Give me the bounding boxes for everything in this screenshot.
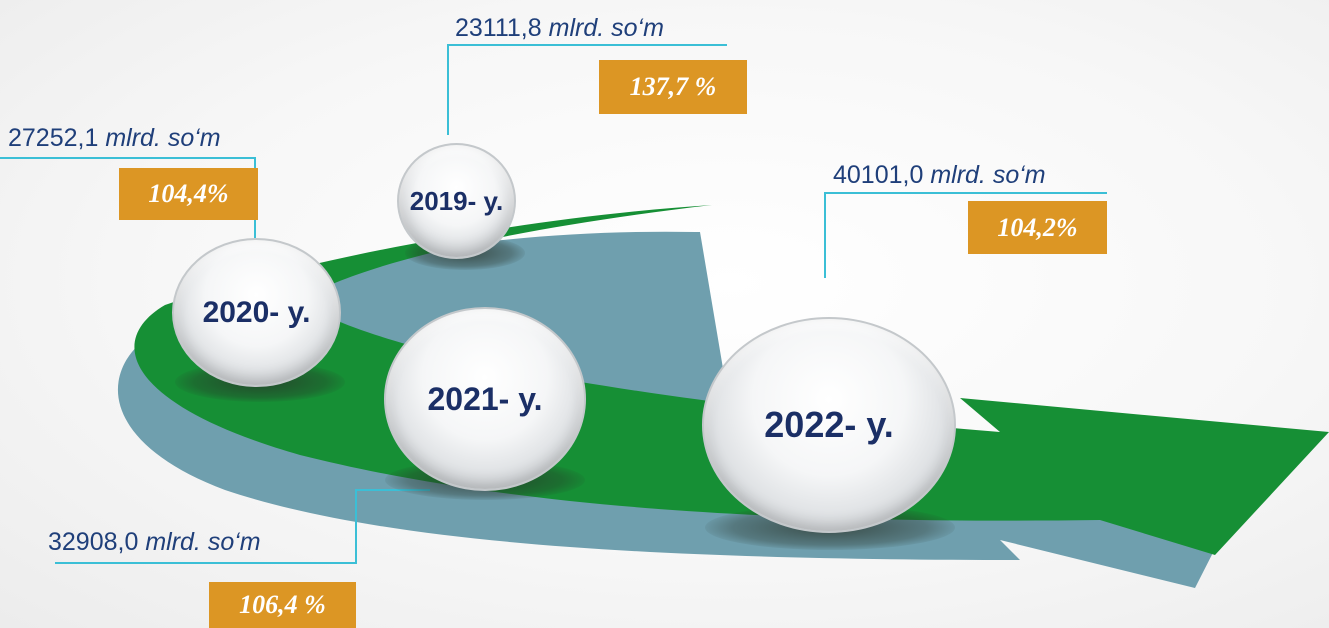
- year-ball-2019: 2019- y.: [397, 143, 516, 259]
- percent-badge-2022: 104,2%: [968, 201, 1107, 254]
- value-unit-2020: mlrd. so‘m: [105, 124, 221, 152]
- year-label-2020: 2020- y.: [202, 295, 311, 329]
- value-number-2022: 40101,0: [833, 161, 924, 189]
- percent-badge-2021: 106,4 %: [209, 582, 356, 628]
- value-number-2020: 27252,1: [8, 124, 99, 152]
- value-number-2019: 23111,8: [455, 14, 542, 42]
- leader-2021: [55, 489, 430, 564]
- value-unit-2021: mlrd. so‘m: [145, 528, 261, 556]
- percent-badge-2020: 104,4%: [119, 168, 258, 220]
- year-ball-2020: 2020- y.: [172, 238, 341, 387]
- value-2022: 40101,0 mlrd. so‘m: [833, 161, 1046, 190]
- value-unit-2019: mlrd. so‘m: [548, 14, 664, 42]
- leader-2022: [824, 192, 1107, 278]
- value-2021: 32908,0 mlrd. so‘m: [48, 528, 261, 557]
- year-label-2021: 2021- y.: [427, 380, 543, 417]
- value-2020: 27252,1 mlrd. so‘m: [8, 124, 221, 153]
- value-number-2021: 32908,0: [48, 528, 139, 556]
- leader-2019: [447, 44, 727, 135]
- year-ball-2022: 2022- y.: [702, 317, 956, 533]
- year-label-2019: 2019- y.: [409, 185, 504, 216]
- value-2019: 23111,8 mlrd. so‘m: [455, 14, 664, 43]
- year-ball-2021: 2021- y.: [384, 307, 586, 491]
- value-unit-2022: mlrd. so‘m: [930, 161, 1046, 189]
- year-label-2022: 2022- y.: [764, 404, 894, 445]
- percent-badge-2019: 137,7 %: [599, 60, 747, 114]
